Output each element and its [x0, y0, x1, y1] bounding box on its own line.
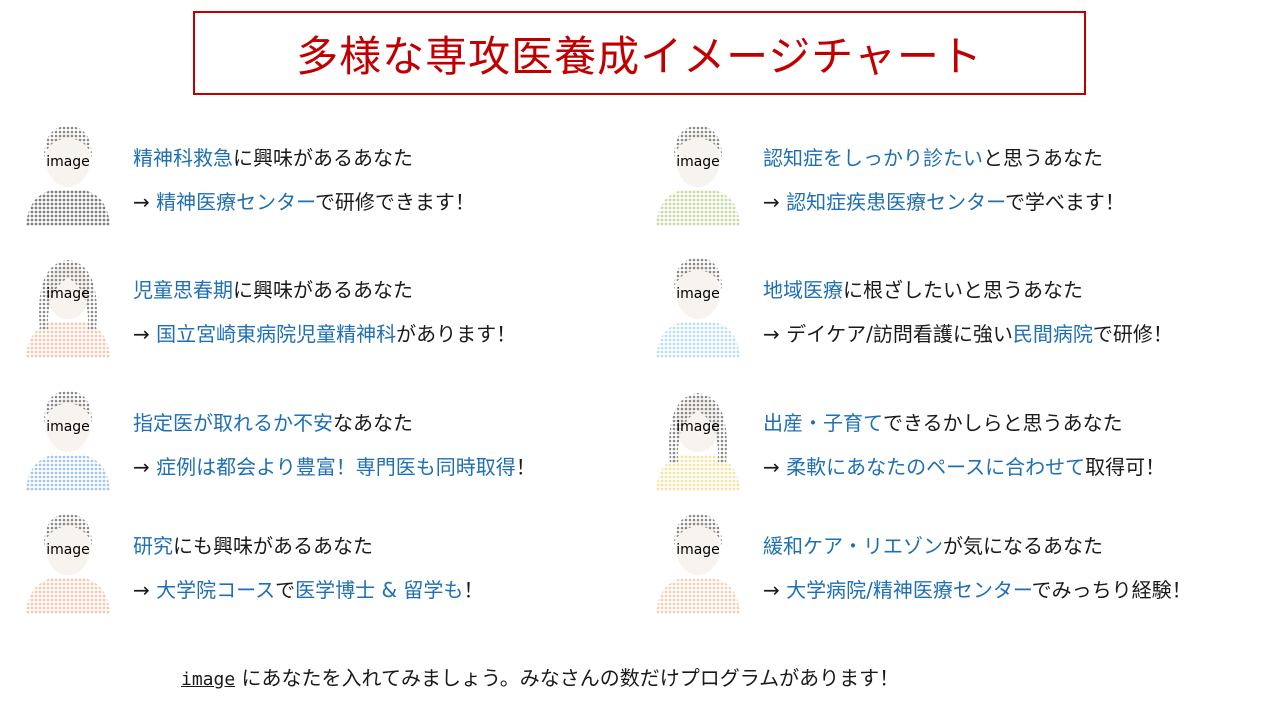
highlight-text: 国立宮崎東病院児童精神科: [156, 322, 397, 346]
highlight-text: 地域医療: [763, 278, 843, 302]
highlight-text: 症例は都会より豊富！専門医も同時取得: [156, 455, 516, 479]
interest-line: 児童思春期に興味があるあなた: [133, 274, 413, 303]
plain-text: にも興味があるあなた: [173, 534, 373, 558]
avatar-placeholder-label: image: [46, 419, 90, 435]
plain-text: →: [133, 455, 157, 479]
person-silhouette-icon: [26, 126, 110, 226]
interest-line: 指定医が取れるか不安なあなた: [133, 407, 413, 436]
highlight-text: 大学院コース: [156, 578, 276, 602]
offer-line: → 精神医療センターで研修できます！: [133, 186, 475, 215]
offer-line: → デイケア/訪問看護に強い民間病院で研修！: [763, 318, 1173, 347]
avatar-placeholder-label: image: [676, 286, 720, 302]
offer-line: → 大学院コースで医学博士 & 留学も！: [133, 574, 483, 603]
highlight-text: 柔軟にあなたのペースに合わせて: [786, 455, 1086, 479]
footer-note: image にあなたを入れてみましょう。みなさんの数だけプログラムがあります！: [181, 662, 899, 691]
profile-card-4: image 地域医療に根ざしたいと思うあなた → デイケア/訪問看護に強い民間病院で…: [648, 250, 1268, 370]
footer-text: にあなたを入れてみましょう。みなさんの数だけプログラムがあります！: [241, 666, 900, 690]
plain-text: に興味があるあなた: [233, 278, 413, 302]
highlight-text: 指定医が取れるか不安: [133, 411, 333, 435]
plain-text: に根ざしたいと思うあなた: [843, 278, 1083, 302]
avatar: image: [648, 118, 748, 228]
person-silhouette-icon: [656, 393, 740, 491]
interest-line: 研究にも興味があるあなた: [133, 530, 373, 559]
footer-image-word: image: [181, 669, 236, 690]
profile-card-2: image 認知症をしっかり診たいと思うあなた → 認知症疾患医療センターで学べます…: [648, 118, 1268, 238]
plain-text: → デイケア/訪問看護に強い: [763, 322, 1013, 346]
interest-line: 精神科救急に興味があるあなた: [133, 142, 413, 171]
profile-card-5: image 指定医が取れるか不安なあなた → 症例は都会より豊富！専門医も同時取得！: [18, 383, 638, 503]
title-box: 多様な専攻医養成イメージチャート: [193, 11, 1086, 95]
profile-card-6: image 出産・子育てできるかしらと思うあなた → 柔軟にあなたのペースに合わせて…: [648, 383, 1268, 503]
highlight-text: 医学博士 & 留学も: [295, 578, 464, 602]
plain-text: 取得可！: [1085, 455, 1166, 479]
avatar: image: [18, 250, 118, 360]
person-silhouette-icon: [656, 514, 740, 614]
offer-line: → 症例は都会より豊富！専門医も同時取得！: [133, 451, 536, 480]
person-silhouette-icon: [26, 514, 110, 614]
plain-text: →: [763, 455, 787, 479]
highlight-text: 認知症疾患医療センター: [786, 190, 1005, 214]
offer-line: → 柔軟にあなたのペースに合わせて取得可！: [763, 451, 1165, 480]
plain-text: で研修できます！: [314, 190, 475, 214]
plain-text: ！: [515, 455, 536, 479]
person-silhouette-icon: [26, 391, 110, 491]
highlight-text: 民間病院: [1012, 322, 1093, 346]
plain-text: ！: [463, 578, 484, 602]
plain-text: →: [763, 190, 787, 214]
profile-card-8: image 緩和ケア・リエゾンが気になるあなた → 大学病院/精神医療センターでみっ…: [648, 506, 1268, 626]
plain-text: で研修！: [1092, 322, 1173, 346]
highlight-text: 研究: [133, 534, 173, 558]
page-title: 多様な専攻医養成イメージチャート: [296, 31, 983, 81]
plain-text: できるかしらと思うあなた: [883, 411, 1123, 435]
offer-line: → 国立宮崎東病院児童精神科があります！: [133, 318, 516, 347]
avatar-placeholder-label: image: [46, 154, 90, 170]
interest-line: 地域医療に根ざしたいと思うあなた: [763, 274, 1083, 303]
profile-card-7: image 研究にも興味があるあなた → 大学院コースで医学博士 & 留学も！: [18, 506, 638, 626]
interest-line: 認知症をしっかり診たいと思うあなた: [763, 142, 1103, 171]
profile-card-3: image 児童思春期に興味があるあなた → 国立宮崎東病院児童精神科があります！: [18, 250, 638, 370]
person-silhouette-icon: [26, 260, 110, 358]
avatar: image: [648, 383, 748, 493]
highlight-text: 精神科救急: [133, 146, 233, 170]
plain-text: が気になるあなた: [943, 534, 1103, 558]
interest-line: 緩和ケア・リエゾンが気になるあなた: [763, 530, 1103, 559]
offer-line: → 認知症疾患医療センターで学べます！: [763, 186, 1125, 215]
highlight-text: 大学病院/精神医療センター: [786, 578, 1032, 602]
plain-text: で: [275, 578, 296, 602]
avatar: image: [18, 118, 118, 228]
avatar-placeholder-label: image: [676, 542, 720, 558]
avatar: image: [18, 383, 118, 493]
avatar-placeholder-label: image: [46, 286, 90, 302]
avatar: image: [18, 506, 118, 616]
plain-text: なあなた: [333, 411, 413, 435]
avatar-placeholder-label: image: [676, 154, 720, 170]
profile-card-1: image 精神科救急に興味があるあなた → 精神医療センターで研修できます！: [18, 118, 638, 238]
avatar: image: [648, 506, 748, 616]
plain-text: →: [133, 322, 157, 346]
highlight-text: 児童思春期: [133, 278, 233, 302]
highlight-text: 出産・子育て: [763, 411, 883, 435]
person-silhouette-icon: [656, 126, 740, 226]
plain-text: に興味があるあなた: [233, 146, 413, 170]
avatar-placeholder-label: image: [676, 419, 720, 435]
plain-text: があります！: [396, 322, 517, 346]
highlight-text: 精神医療センター: [156, 190, 315, 214]
plain-text: でみっちり経験！: [1031, 578, 1192, 602]
avatar: image: [648, 250, 748, 360]
interest-line: 出産・子育てできるかしらと思うあなた: [763, 407, 1123, 436]
highlight-text: 認知症をしっかり診たい: [763, 146, 983, 170]
plain-text: →: [133, 190, 157, 214]
highlight-text: 緩和ケア・リエゾン: [763, 534, 943, 558]
plain-text: →: [133, 578, 157, 602]
plain-text: と思うあなた: [983, 146, 1103, 170]
person-silhouette-icon: [656, 258, 740, 358]
plain-text: で学べます！: [1004, 190, 1125, 214]
avatar-placeholder-label: image: [46, 542, 90, 558]
plain-text: →: [763, 578, 787, 602]
offer-line: → 大学病院/精神医療センターでみっちり経験！: [763, 574, 1192, 603]
